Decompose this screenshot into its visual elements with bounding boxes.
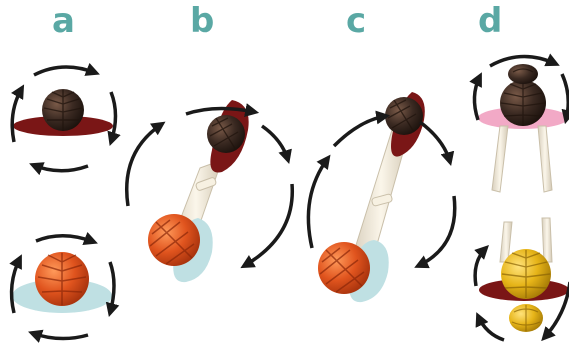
orange-ball: [318, 242, 370, 294]
rod-right: [537, 125, 553, 193]
rod-right: [541, 217, 553, 263]
panel-d-bottom-structure: [473, 217, 569, 342]
rod-left: [491, 125, 509, 193]
rotation-arrows: [306, 110, 457, 269]
panel-a: [9, 62, 121, 343]
panel-label-d: d: [478, 1, 503, 41]
rotation-arrows-bottom: [9, 231, 120, 343]
orange-ball: [148, 214, 200, 266]
yellow-ball: [501, 249, 551, 299]
rod-joint: [371, 193, 393, 207]
panel-label-a: a: [52, 1, 75, 41]
dark-ball: [385, 97, 423, 135]
panel-a-bottom-structure: [9, 231, 120, 343]
rod-joint: [195, 177, 217, 191]
rotation-arrows-bottom: [473, 245, 569, 342]
panel-label-b: b: [190, 1, 215, 41]
panel-c: [306, 92, 457, 303]
rotation-arrows-top: [10, 62, 121, 176]
dark-ball: [500, 80, 546, 126]
panel-b: [125, 100, 295, 283]
small-dark-ball: [508, 64, 538, 84]
panel-d-top-structure: [469, 53, 569, 193]
orange-ball: [35, 252, 89, 306]
panel-label-c: c: [346, 1, 367, 41]
dark-ball: [207, 115, 245, 153]
panel-d: [469, 53, 569, 342]
rotation-arrows-top: [469, 53, 569, 125]
small-yellow-ball: [509, 304, 543, 332]
dark-ball: [42, 89, 84, 131]
rotation-arrows: [125, 103, 295, 269]
panel-a-top-structure: [10, 62, 121, 176]
